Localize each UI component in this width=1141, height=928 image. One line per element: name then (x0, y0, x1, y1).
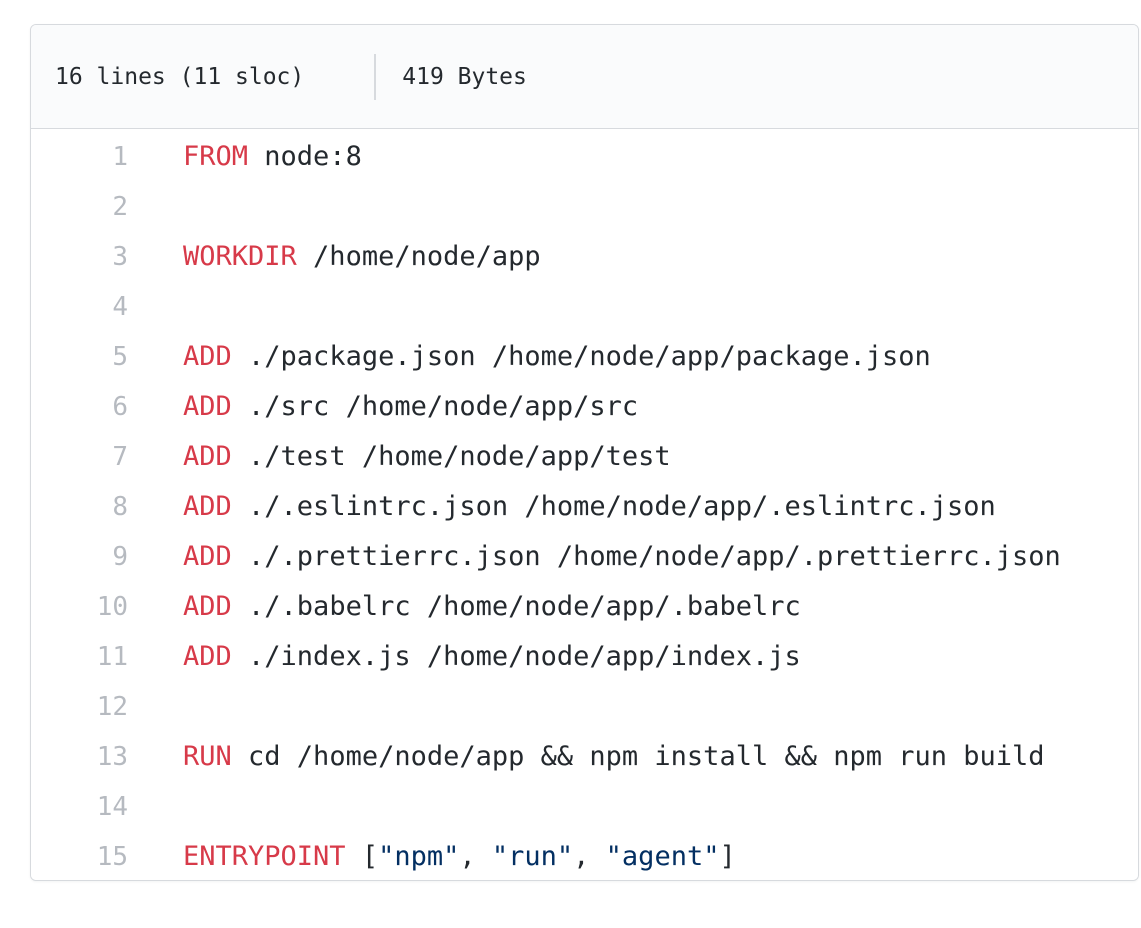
code-token-plain: ./test /home/node/app/test (231, 441, 671, 472)
code-token-plain: ] (719, 841, 736, 872)
code-token-plain: ./src /home/node/app/src (231, 391, 639, 422)
line-number[interactable]: 3 (112, 242, 128, 272)
code-line-text: ADD ./src /home/node/app/src (128, 382, 638, 432)
line-number[interactable]: 7 (112, 442, 128, 472)
line-number[interactable]: 11 (96, 642, 128, 672)
line-number[interactable]: 5 (112, 342, 128, 372)
line-number[interactable]: 1 (112, 142, 128, 172)
code-line-text (128, 682, 183, 732)
code-token-plain: ./package.json /home/node/app/package.js… (231, 341, 931, 372)
code-line-text: FROM node:8 (128, 132, 362, 182)
code-token-string: "npm" (378, 841, 460, 872)
code-token-plain: node:8 (248, 141, 362, 172)
line-number[interactable]: 10 (96, 592, 128, 622)
code-token-keyword: ADD (183, 441, 232, 472)
code-line: 2 (31, 182, 1138, 232)
code-token-plain: ./.eslintrc.json /home/node/app/.eslintr… (231, 491, 996, 522)
code-token-string: "agent" (605, 841, 720, 872)
code-token-keyword: ADD (183, 341, 232, 372)
code-token-keyword: ADD (183, 391, 232, 422)
code-line: 14 (31, 782, 1138, 832)
code-line-text: WORKDIR /home/node/app (128, 232, 541, 282)
code-line-text (128, 182, 183, 232)
line-number[interactable]: 15 (96, 842, 128, 872)
line-number[interactable]: 6 (112, 392, 128, 422)
line-number[interactable]: 14 (96, 792, 128, 822)
file-info-header: 16 lines (11 sloc) 419 Bytes (31, 25, 1138, 129)
line-number[interactable]: 8 (112, 492, 128, 522)
code-line: 4 (31, 282, 1138, 332)
line-number[interactable]: 13 (96, 742, 128, 772)
code-token-keyword: RUN (183, 741, 232, 772)
code-token-keyword: ADD (183, 541, 232, 572)
line-number[interactable]: 2 (112, 192, 128, 222)
header-divider (374, 53, 377, 100)
code-token-keyword: WORKDIR (183, 241, 297, 272)
code-token-keyword: FROM (183, 141, 249, 172)
code-line-text: ADD ./index.js /home/node/app/index.js (128, 632, 801, 682)
code-line-text: ADD ./.prettierrc.json /home/node/app/.p… (128, 532, 1061, 582)
code-token-string: "run" (491, 841, 574, 872)
code-token-plain: ./index.js /home/node/app/index.js (231, 641, 801, 672)
code-line-text: RUN cd /home/node/app && npm install && … (128, 732, 1045, 782)
code-token-plain: /home/node/app (296, 241, 541, 272)
code-line: 12 (31, 682, 1138, 732)
code-line-text: ADD ./test /home/node/app/test (128, 432, 671, 482)
code-token-plain: , (573, 841, 606, 872)
code-token-plain: , (459, 841, 492, 872)
code-token-keyword: ADD (183, 491, 232, 522)
code-token-plain: ./.prettierrc.json /home/node/app/.prett… (231, 541, 1061, 572)
code-token-plain: [ (345, 841, 379, 872)
file-lines-info: 16 lines (11 sloc) (55, 63, 305, 90)
code-line-text: ADD ./.eslintrc.json /home/node/app/.esl… (128, 482, 996, 532)
code-line-text (128, 782, 183, 832)
code-line-text: ADD ./package.json /home/node/app/packag… (128, 332, 931, 382)
code-token-keyword: ADD (183, 641, 232, 672)
code-line-text: ENTRYPOINT ["npm", "run", "agent"] (128, 832, 736, 880)
line-number[interactable]: 9 (112, 542, 128, 572)
code-token-keyword: ENTRYPOINT (183, 841, 346, 872)
code-line-text: ADD ./.babelrc /home/node/app/.babelrc (128, 582, 801, 632)
line-number[interactable]: 12 (96, 692, 128, 722)
code-token-plain: cd /home/node/app && npm install && npm … (231, 741, 1045, 772)
line-number[interactable]: 4 (112, 292, 128, 322)
code-line-text (128, 282, 183, 332)
file-size-info: 419 Bytes (402, 63, 527, 90)
code-token-keyword: ADD (183, 591, 232, 622)
code-token-plain: ./.babelrc /home/node/app/.babelrc (231, 591, 801, 622)
